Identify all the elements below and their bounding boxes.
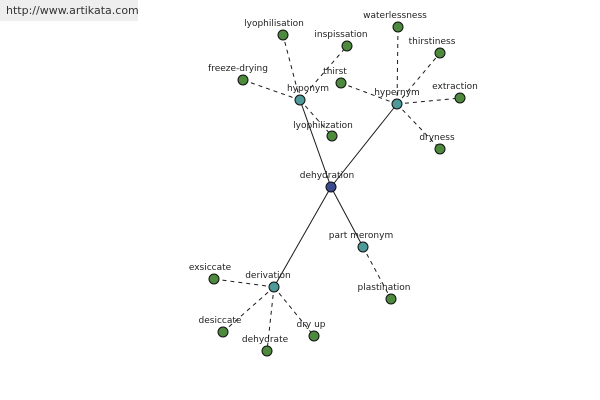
center-node[interactable] [325,181,337,193]
relation-label-hypernym[interactable]: hypernym [374,88,420,98]
term-node-dry-up[interactable] [308,330,320,342]
edge-hyponym [299,99,332,188]
term-label-dehydrate[interactable]: dehydrate [242,335,289,345]
term-node-desiccate[interactable] [217,326,229,338]
edge-hypernym-extraction [396,97,461,105]
term-label-waterlessness[interactable]: waterlessness [363,11,427,21]
term-node-dryness[interactable] [434,143,446,155]
term-node-waterlessness[interactable] [392,21,404,33]
relation-node-part-meronym[interactable] [357,241,369,253]
edge-hyponym-lyophilization [299,99,333,137]
edge-hyponym-lyophilisation [282,34,301,101]
term-label-plastination[interactable]: plastination [358,283,411,293]
edge-derivation-dehydrate [266,286,275,352]
term-label-dry-up[interactable]: dry up [296,320,325,330]
edge-hypernym [330,103,398,188]
edge-hyponym-freeze-drying [242,79,301,101]
term-node-thirstiness[interactable] [434,47,446,59]
edge-hypernym-dryness [396,103,441,150]
edge-derivation-dry-up [273,286,315,337]
relation-label-part-meronym[interactable]: part meronym [329,231,393,241]
term-node-extraction[interactable] [454,92,466,104]
relation-label-derivation[interactable]: derivation [245,271,291,281]
edges [213,26,461,352]
edge-part-meronym [330,186,364,248]
term-label-dryness[interactable]: dryness [419,133,455,143]
relation-node-hypernym[interactable] [391,98,403,110]
term-node-freeze-drying[interactable] [237,74,249,86]
term-label-thirst[interactable]: thirst [323,67,347,77]
term-label-thirstiness[interactable]: thirstiness [409,37,456,47]
edge-hypernym-thirstiness [396,52,441,105]
term-node-plastination[interactable] [385,293,397,305]
edge-hypernym-waterlessness [396,26,399,105]
term-node-exsiccate[interactable] [208,273,220,285]
relation-node-hyponym[interactable] [294,94,306,106]
center-label[interactable]: dehydration [300,171,354,181]
term-label-freeze-drying[interactable]: freeze-drying [208,64,268,74]
edge-hypernym-thirst [340,82,398,105]
term-node-lyophilisation[interactable] [277,29,289,41]
nodes [208,21,466,357]
relation-label-hyponym[interactable]: hyponym [287,84,329,94]
term-node-dehydrate[interactable] [261,345,273,357]
term-label-lyophilisation[interactable]: lyophilisation [244,19,304,29]
edge-derivation-exsiccate [213,278,275,288]
term-node-thirst[interactable] [335,77,347,89]
term-label-desiccate[interactable]: desiccate [199,316,242,326]
site-watermark[interactable]: http://www.artikata.com [0,0,139,21]
term-label-extraction[interactable]: extraction [432,82,478,92]
relation-node-derivation[interactable] [268,281,280,293]
edge-hyponym-inspissation [299,45,348,101]
term-node-lyophilization[interactable] [326,130,338,142]
term-node-inspissation[interactable] [341,40,353,52]
edge-derivation-desiccate [222,286,275,333]
edge-part-meronym-plastination [362,246,392,300]
term-label-inspissation[interactable]: inspissation [314,30,367,40]
edge-derivation [273,186,332,288]
term-label-lyophilization[interactable]: lyophilization [293,121,353,131]
term-label-exsiccate[interactable]: exsiccate [189,263,232,273]
labels: lyophilisation inspissation freeze-drying l… [189,11,478,345]
